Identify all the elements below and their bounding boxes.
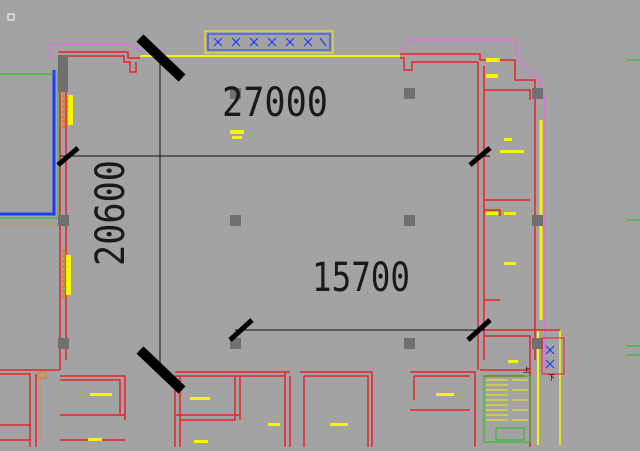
ucs-marker xyxy=(7,13,15,21)
right-edge-ticks xyxy=(626,59,640,356)
staircase xyxy=(483,375,531,443)
left-orange-markings xyxy=(37,90,66,440)
grid-lines xyxy=(60,60,490,375)
outer-outline xyxy=(49,39,546,370)
svg-text:上: 上 xyxy=(523,365,530,374)
dimension-center: 15700 xyxy=(312,255,410,301)
right-equipment-box: 上 下 xyxy=(523,337,565,382)
dimension-left: 20600 xyxy=(88,160,134,266)
dimension-top: 27000 xyxy=(222,80,328,126)
diagonal-markers xyxy=(56,34,492,394)
top-ventilation-box xyxy=(204,30,334,54)
columns xyxy=(58,56,543,349)
svg-text:下: 下 xyxy=(548,374,555,382)
yellow-annotations xyxy=(66,58,524,443)
left-utility-lines xyxy=(0,70,60,225)
